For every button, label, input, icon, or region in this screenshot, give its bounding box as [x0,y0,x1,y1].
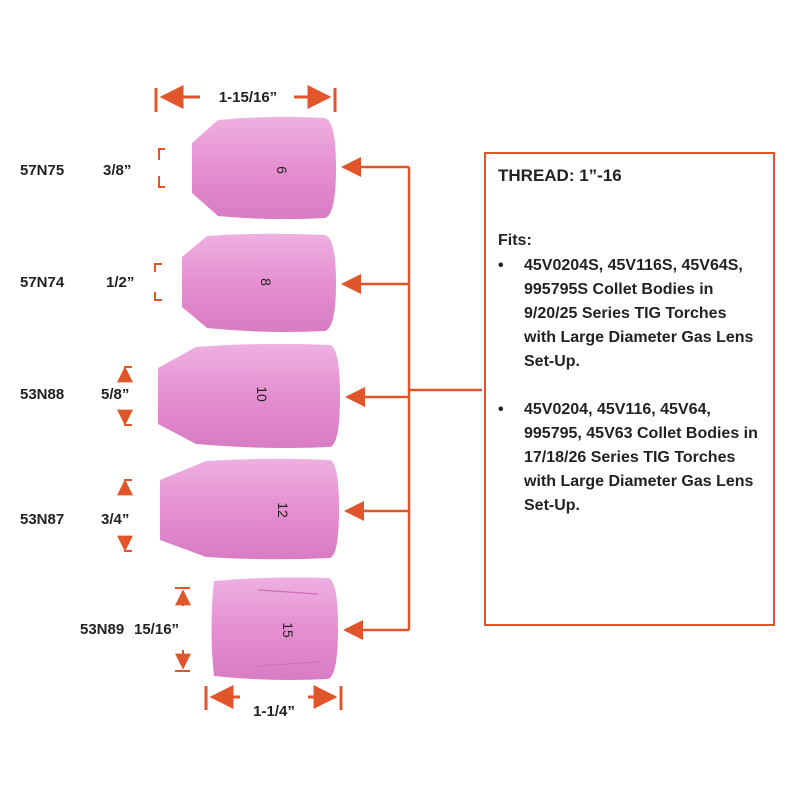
size-label: 5/8” [101,386,129,403]
cup-number: 6 [274,166,290,174]
cup-8: 8 [182,233,336,332]
fits-list: • 45V0204S, 45V116S, 45V64S, 995795S Col… [498,254,759,518]
part-number: 53N88 [20,386,64,403]
cup-10: 10 [158,343,340,448]
thread-spec: THREAD: 1”-16 [498,166,622,185]
cup-6: 6 [192,116,336,220]
cup-5-size-marker [175,587,191,672]
size-label: 3/8” [103,162,131,179]
fits-item: • 45V0204, 45V116, 45V64, 995795, 45V63 … [498,398,759,518]
bullet-icon: • [498,401,504,418]
part-number: 57N74 [20,274,65,291]
fits-item-text: 45V0204, 45V116, 45V64, 995795, 45V63 Co… [524,401,758,514]
cup-15: 15 [211,577,338,680]
compatibility-info-box: THREAD: 1”-16 Fits: • 45V0204S, 45V116S,… [484,152,775,626]
part-number: 57N75 [20,162,64,179]
cup-3-size-marker [117,366,133,426]
cup-4-size-marker [117,479,133,552]
size-label: 1/2” [106,274,134,291]
short-length-dimension: 1-1/4” [204,685,343,720]
bullet-icon: • [498,257,504,274]
size-label: 15/16” [134,621,179,638]
fits-item: • 45V0204S, 45V116S, 45V64S, 995795S Col… [498,254,759,374]
cup-number: 15 [280,622,296,638]
short-length-label: 1-1/4” [253,703,295,720]
fits-connector [341,157,482,640]
cup-12: 12 [160,458,339,560]
cup-number: 12 [275,502,291,518]
length-label: 1-15/16” [219,89,277,106]
length-dimension: 1-15/16” [154,85,337,112]
cup-number: 8 [258,278,274,286]
fits-heading: Fits: [498,232,532,249]
cup-2-size-marker [154,263,162,301]
size-label: 3/4” [101,511,129,528]
cup-1-size-marker [158,148,165,188]
part-number: 53N87 [20,511,64,528]
fits-item-text: 45V0204S, 45V116S, 45V64S, 995795S Colle… [524,257,754,370]
cup-number: 10 [254,386,270,402]
part-number: 53N89 [80,621,124,638]
